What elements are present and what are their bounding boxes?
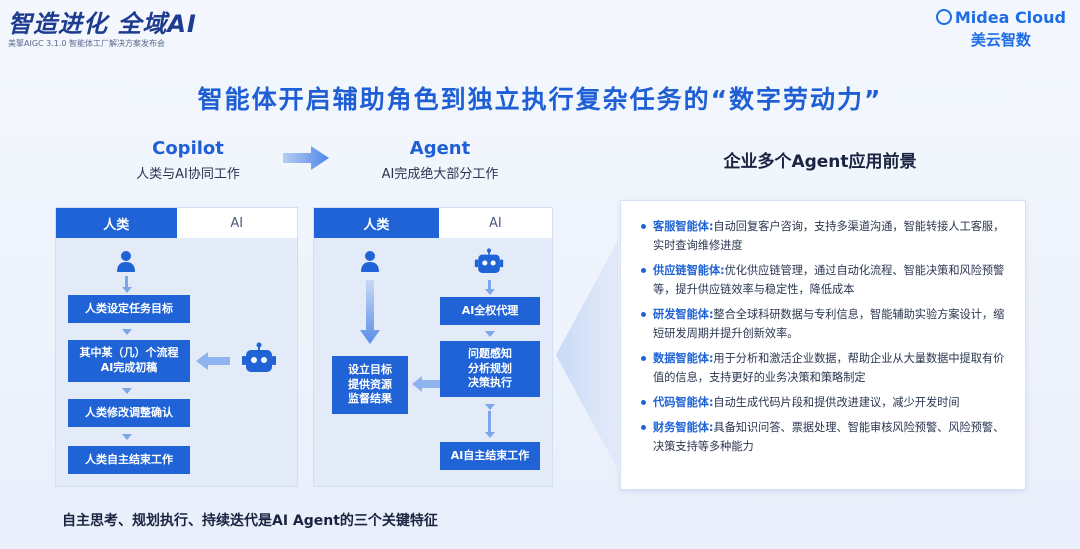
agent-header: Agent AI完成绝大部分工作 (340, 138, 540, 182)
agent-step: AI自主结束工作 (440, 442, 540, 470)
right-arrow-icon (283, 146, 329, 170)
copilot-title: Copilot (152, 138, 224, 159)
person-icon (117, 251, 135, 272)
list-item: 代码智能体:自动生成代码片段和提供改进建议，减少开发时间 (639, 393, 1007, 412)
copilot-step: 人类自主结束工作 (68, 446, 190, 474)
person-icon (361, 251, 379, 272)
left-arrow-icon (196, 352, 230, 370)
brand-name-en: Midea Cloud (954, 8, 1066, 27)
agent-title: Agent (409, 138, 471, 159)
list-item: 客服智能体:自动回复客户咨询，支持多渠道沟通，智能转接人工客服，实时查询维修进度 (639, 217, 1007, 255)
list-item: 研发智能体:整合全球科研数据与专利信息，智能辅助实验方案设计，缩短研发周期并提升… (639, 305, 1007, 343)
brand-logo-block: Midea Cloud 美云智数 (935, 8, 1066, 50)
agent-panel: 人类 AI 设立目标 提供资源 监督结果 AI全权代理 问题感知 分析规划 决策… (313, 207, 553, 487)
tab-ai: AI (438, 208, 552, 238)
page-title: 智能体开启辅助角色到独立执行复杂任务的“数字劳动力” (197, 85, 883, 114)
list-item: 供应链智能体:优化供应链管理，通过自动化流程、智能决策和风险预警等，提升供应链效… (639, 261, 1007, 299)
chevron-left-icon (556, 240, 618, 470)
left-arrow-icon (412, 376, 440, 392)
copilot-step: 其中某（几）个流程 AI完成初稿 (68, 340, 190, 382)
human-role-box: 设立目标 提供资源 监督结果 (332, 356, 408, 414)
copilot-panel: 人类 AI 人类设定任务目标 其中某（几）个流程 AI完成初稿 人类修改调整确认… (55, 207, 298, 487)
copilot-subtitle: 人类与AI协同工作 (136, 167, 240, 182)
copilot-header: Copilot 人类与AI协同工作 (98, 138, 278, 182)
tab-human: 人类 (314, 208, 439, 238)
agent-subtitle: AI完成绝大部分工作 (381, 167, 499, 182)
footer-caption: 自主思考、规划执行、持续迭代是AI Agent的三个关键特征 (62, 513, 438, 529)
list-item: 财务智能体:具备知识问答、票据处理、智能审核风险预警、风险预警、决策支持等多种能… (639, 418, 1007, 456)
brand-name-cn: 美云智数 (970, 31, 1031, 49)
event-subtitle: 美擎AIGC 3.1.0 智能体工厂解决方案发布会 (8, 39, 166, 48)
scenarios-title: 企业多个Agent应用前景 (723, 152, 917, 172)
scenarios-panel: 客服智能体:自动回复客户咨询，支持多渠道沟通，智能转接人工客服，实时查询维修进度… (620, 200, 1026, 490)
copilot-step: 人类设定任务目标 (68, 295, 190, 323)
robot-icon (474, 248, 504, 273)
list-item: 数据智能体:用于分析和激活企业数据，帮助企业从大量数据中提取有价值的信息，支持更… (639, 349, 1007, 387)
down-arrow-icon (360, 280, 380, 344)
event-title: 智造进化 全域AI (8, 10, 197, 38)
copilot-step: 人类修改调整确认 (68, 399, 190, 427)
tab-ai: AI (176, 208, 297, 238)
robot-icon (242, 342, 276, 372)
agent-step: 问题感知 分析规划 决策执行 (440, 341, 540, 397)
tab-human: 人类 (56, 208, 177, 238)
midea-logo-icon (935, 9, 952, 25)
agent-step: AI全权代理 (440, 297, 540, 325)
